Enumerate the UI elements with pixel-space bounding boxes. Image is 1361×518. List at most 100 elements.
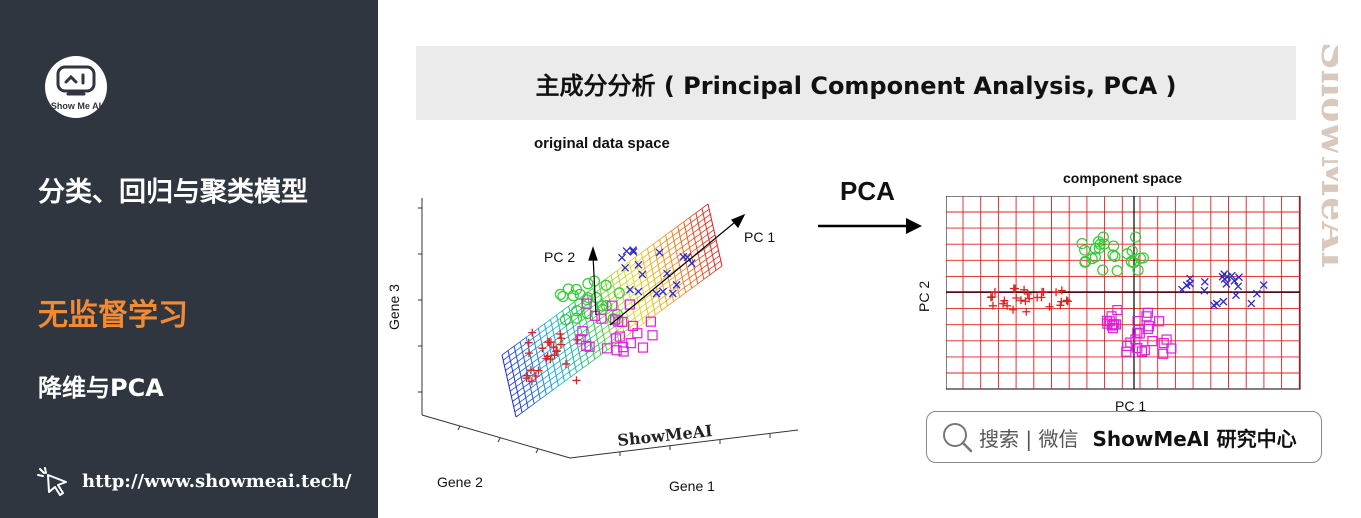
plane-line — [507, 376, 515, 382]
square-marker — [1142, 323, 1153, 335]
plane-line — [690, 217, 698, 223]
cross-marker — [1219, 297, 1228, 306]
wechat-search-box[interactable]: 搜索 | 微信 ShowMeAI 研究中心 — [926, 411, 1322, 463]
circle-marker — [582, 291, 594, 304]
plus-marker — [525, 349, 534, 358]
plane-line — [646, 304, 654, 310]
plane-line — [513, 371, 521, 377]
plane-line — [685, 287, 692, 293]
plane-line — [650, 289, 657, 295]
vertical-watermark: ShowMeAI — [1313, 42, 1338, 269]
plane-line — [672, 261, 679, 267]
cross-marker — [1235, 273, 1243, 282]
plane-line — [589, 333, 597, 339]
plane-line — [617, 301, 625, 307]
square-marker — [637, 342, 649, 353]
plane-line — [666, 235, 674, 241]
plane-line — [691, 222, 699, 228]
plane-line — [677, 221, 685, 227]
plane-line — [707, 229, 715, 235]
plane-line — [708, 264, 716, 271]
plus-marker — [986, 293, 995, 302]
plane-line — [647, 309, 655, 315]
plane-line — [520, 402, 528, 408]
plane-line — [552, 385, 559, 391]
plane-line — [537, 353, 545, 359]
plane-line — [595, 329, 603, 335]
plane-line — [530, 353, 538, 359]
vertical-watermark-text: ShowMeAI — [1313, 42, 1338, 269]
plane-line — [649, 253, 657, 260]
site-url[interactable]: http://www.showmeai.tech/ — [82, 470, 352, 492]
plane-line — [692, 258, 700, 264]
plane-line — [703, 244, 711, 250]
left-plot-title: original data space — [534, 135, 670, 152]
left-data-points — [522, 246, 696, 386]
plane-line — [605, 279, 613, 285]
cross-marker — [679, 252, 688, 261]
cross-marker — [621, 263, 630, 272]
circle-marker — [1137, 252, 1149, 264]
cross-marker — [1252, 289, 1261, 298]
plane-line — [693, 228, 700, 234]
plane-line — [654, 274, 661, 280]
cross-marker — [629, 246, 638, 255]
plane-line — [642, 283, 649, 289]
plane-line — [661, 305, 668, 311]
plus-marker — [528, 328, 537, 337]
plane-line — [519, 367, 527, 373]
plane-line — [697, 218, 705, 224]
plane-line — [628, 287, 636, 293]
square-marker — [618, 346, 629, 357]
plane-line — [697, 279, 705, 285]
plane-line — [593, 349, 600, 355]
plus-marker — [990, 287, 999, 296]
square-marker — [589, 310, 601, 321]
plane-line — [582, 363, 589, 369]
plane-line — [515, 412, 523, 418]
cross-marker — [1231, 291, 1240, 300]
plane-line — [538, 323, 545, 329]
plane-line — [538, 389, 546, 395]
plane-line — [587, 323, 595, 329]
plane-line — [668, 276, 676, 282]
plane-line — [684, 222, 692, 228]
plus-marker — [1009, 305, 1018, 314]
active-topic[interactable]: 无监督学习 — [38, 298, 188, 333]
plane-line — [646, 273, 654, 280]
plane-line — [678, 287, 685, 293]
sub-topic[interactable]: 降维与PCA — [38, 374, 164, 402]
plane-line — [611, 275, 619, 281]
square-marker — [1132, 315, 1143, 327]
plus-marker — [550, 351, 559, 360]
plane-line — [514, 407, 522, 413]
plane-line — [529, 347, 537, 354]
plane-line — [597, 304, 604, 310]
plus-marker — [1039, 288, 1048, 297]
square-marker — [1122, 340, 1133, 352]
plane-line — [657, 259, 665, 265]
plane-line — [543, 349, 551, 355]
plane-line — [644, 293, 651, 299]
plane-line — [512, 396, 519, 402]
circle-marker — [1089, 243, 1101, 255]
cross-marker — [1178, 285, 1186, 294]
plane-line — [506, 370, 513, 376]
plus-marker — [1045, 302, 1054, 311]
plus-marker — [542, 354, 551, 363]
plus-marker — [1033, 293, 1042, 302]
square-marker — [625, 338, 636, 349]
plane-line — [655, 310, 662, 316]
square-marker — [577, 326, 588, 337]
plane-line — [616, 326, 623, 332]
plane-line — [695, 268, 702, 274]
site-link[interactable]: http://www.showmeai.tech/ — [36, 466, 351, 496]
plane-line — [675, 276, 683, 282]
plane-line — [588, 358, 596, 365]
plane-line — [615, 290, 623, 297]
circle-marker — [1092, 236, 1105, 248]
plane-line — [613, 280, 620, 286]
right-plot-title: component space — [1063, 170, 1183, 186]
plane-line — [701, 203, 709, 209]
plane-line — [564, 376, 571, 382]
